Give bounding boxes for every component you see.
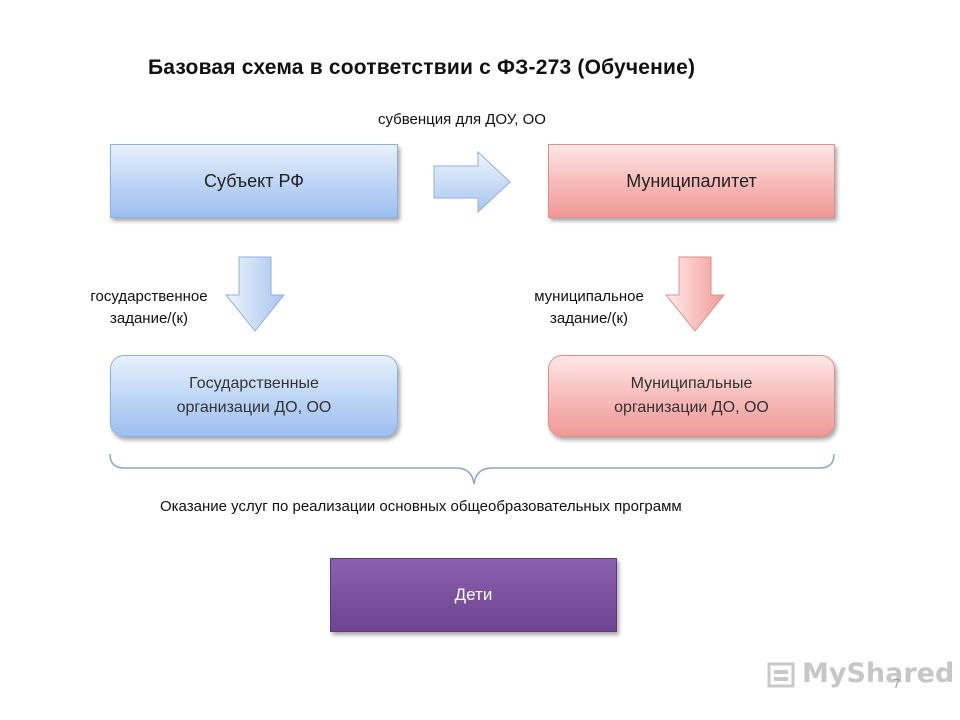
municipal-task-label: муниципальное задание/(к) xyxy=(534,288,644,327)
children-box: Дети xyxy=(330,558,617,632)
municipal-orgs-label: Муниципальные организации ДО, ОО xyxy=(614,375,769,416)
services-label: Оказание услуг по реализации основных об… xyxy=(160,498,682,515)
subvention-label: субвенция для ДОУ, ОО xyxy=(378,111,546,128)
state-orgs-label: Государственные организации ДО, ОО xyxy=(176,375,332,416)
municipality-box: Муниципалитет xyxy=(548,144,835,218)
state-orgs-box: Государственные организации ДО, ОО xyxy=(110,355,398,437)
watermark-icon xyxy=(767,662,795,688)
subject-rf-box: Субъект РФ xyxy=(110,144,398,218)
grouping-bracket xyxy=(109,453,835,485)
watermark-text: MyShared xyxy=(802,658,955,689)
municipal-task-arrow xyxy=(664,256,726,332)
page-title: Базовая схема в соответствии с ФЗ-273 (О… xyxy=(148,56,696,79)
municipality-label: Муниципалитет xyxy=(626,170,757,191)
watermark-logo: MyShared xyxy=(766,656,954,696)
subject-rf-label: Субъект РФ xyxy=(204,170,304,191)
state-task-arrow xyxy=(224,256,286,332)
state-task-label: государственное задание/(к) xyxy=(90,288,208,327)
subvention-arrow xyxy=(433,150,511,214)
municipal-orgs-box: Муниципальные организации ДО, ОО xyxy=(548,355,835,437)
page-number: 7 xyxy=(893,676,901,691)
children-label: Дети xyxy=(454,585,493,604)
